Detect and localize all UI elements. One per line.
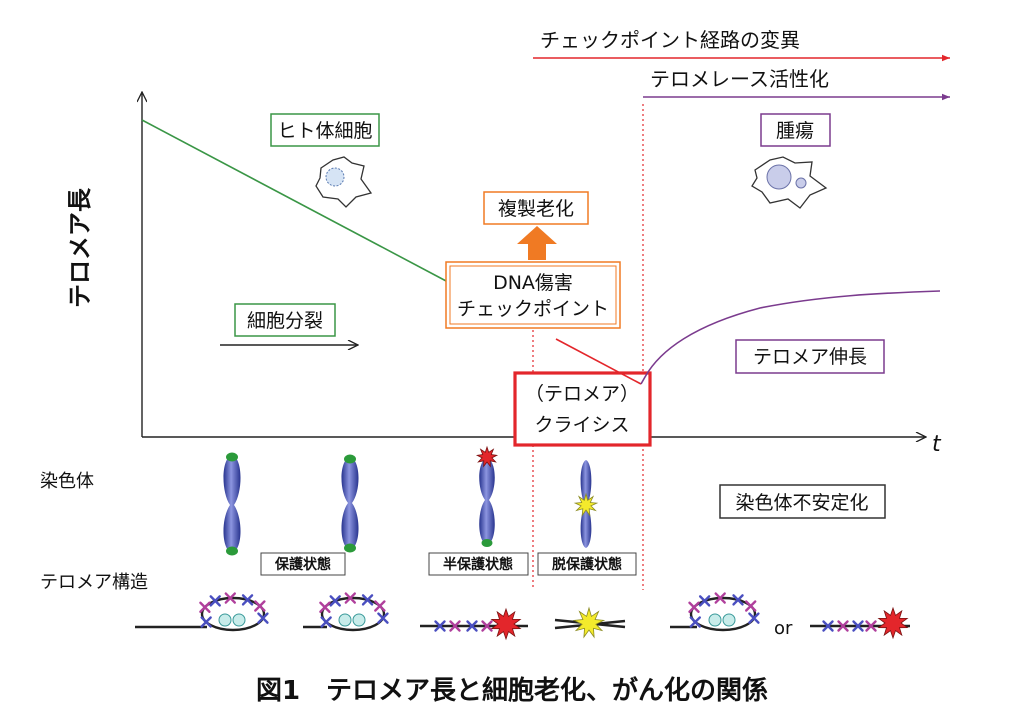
figure-caption: 図1 テロメア長と細胞老化、がん化の関係 [256, 675, 768, 706]
x-mark [199, 601, 211, 613]
telomere-loop-3 [670, 592, 760, 632]
x-mark [374, 600, 386, 612]
x-mark [852, 620, 864, 632]
state-protected-box [260, 552, 346, 576]
t-loop [200, 596, 266, 632]
x-mark [377, 612, 389, 624]
protein-dot [708, 613, 722, 627]
telomere-elongation-box [735, 339, 885, 374]
telomere-crisis-box [513, 371, 652, 447]
protein-dot [218, 613, 232, 627]
t-loop [689, 596, 757, 632]
x-mark [732, 594, 744, 606]
telomere-structure-row-label: テロメア構造 [40, 572, 148, 593]
x-mark [344, 592, 356, 604]
or-label: or [774, 618, 793, 639]
x-mark [698, 595, 711, 607]
telomere-linear-damaged [420, 607, 528, 641]
x-mark [449, 620, 461, 632]
damage-burst-icon [475, 445, 499, 468]
telomere-crisis-label-1: （テロメア） [525, 383, 639, 405]
chromosome-protected-2 [341, 454, 359, 553]
chromosome-row-label: 染色体 [40, 471, 94, 492]
dna-damage-label: DNA傷害 [493, 272, 573, 294]
state-semi-protected-box [428, 552, 529, 576]
checkpoint-label: チェックポイント [457, 298, 609, 320]
damage-burst-icon [877, 606, 909, 640]
state-semi-protected-label: 半保護状態 [443, 556, 513, 573]
telomere-cap [344, 543, 356, 553]
x-mark [837, 620, 849, 632]
state-deprotected-label: 脱保護状態 [552, 556, 622, 573]
telomere-elongation-curve [640, 290, 941, 385]
x-mark [241, 594, 254, 606]
x-mark [361, 594, 374, 606]
checkpoint-mutation-label: チェックポイント経路の変異 [540, 28, 800, 52]
x-mark [688, 601, 700, 613]
x-mark [466, 620, 478, 632]
telomere-loop-1 [135, 592, 269, 632]
replicative-senescence-label: 複製老化 [498, 198, 574, 220]
checkpoint-bypass-line [555, 338, 642, 385]
x-mark [200, 616, 212, 628]
state-deprotected-box [537, 552, 637, 576]
x-mark [481, 620, 493, 632]
x-mark [865, 620, 877, 632]
y-axis-label: テロメア長 [66, 187, 94, 308]
x-mark [329, 595, 341, 607]
x-mark [434, 620, 446, 632]
chromosome-deprotected [573, 460, 599, 548]
tumor-cell-icon [751, 156, 828, 209]
telomere-cap [226, 546, 238, 556]
x-mark [319, 601, 331, 613]
normal-cell-icon [315, 156, 373, 208]
x-axis-label: t [932, 432, 942, 457]
human-somatic-cell-box [270, 113, 380, 147]
state-protected-label: 保護状態 [274, 556, 331, 573]
tumor-box [760, 113, 831, 147]
damage-burst-icon [490, 607, 522, 641]
x-mark [320, 616, 332, 628]
telomere-cap [226, 452, 238, 462]
telomere-cap [344, 454, 356, 464]
x-mark [257, 612, 269, 624]
x-mark [745, 600, 757, 612]
telomere-fusion [554, 606, 626, 639]
chromosome-protected-1 [223, 452, 241, 556]
fusion-burst-icon [572, 606, 606, 639]
x-mark [748, 612, 760, 624]
cell-division-box [234, 303, 336, 337]
tumor-label: 腫瘍 [776, 120, 814, 142]
x-mark [689, 616, 701, 628]
telomere-crisis-label-2: クライシス [534, 414, 629, 436]
chromosome-semi-protected [475, 445, 499, 547]
telomere-cap [481, 539, 493, 547]
x-mark [224, 592, 236, 604]
cell-division-label: 細胞分裂 [247, 310, 323, 332]
human-somatic-cell-label: ヒト体細胞 [277, 120, 372, 142]
dna-damage-checkpoint-inner-border [449, 265, 617, 325]
x-mark [254, 600, 266, 612]
telomere-loop-2 [303, 592, 389, 632]
chromosome-instability-label: 染色体不安定化 [735, 492, 868, 514]
telomerase-activation-label: テロメレース活性化 [650, 67, 829, 91]
senescence-up-arrow [517, 226, 557, 260]
fusion-burst-icon [573, 492, 599, 517]
t-loop [320, 596, 386, 632]
x-mark [714, 592, 726, 604]
telomere-shortening-line [141, 119, 449, 283]
replicative-senescence-box [483, 191, 589, 225]
x-mark [822, 620, 834, 632]
protein-dot [352, 613, 366, 627]
chromosome-instability-box [719, 484, 886, 519]
telomere-linear-damaged-2 [810, 606, 910, 640]
protein-dot [722, 613, 736, 627]
x-mark [209, 595, 221, 607]
telomere-elongation-label: テロメア伸長 [753, 346, 867, 368]
protein-dot [338, 613, 352, 627]
dna-damage-checkpoint-box [445, 261, 621, 329]
protein-dot [232, 613, 246, 627]
